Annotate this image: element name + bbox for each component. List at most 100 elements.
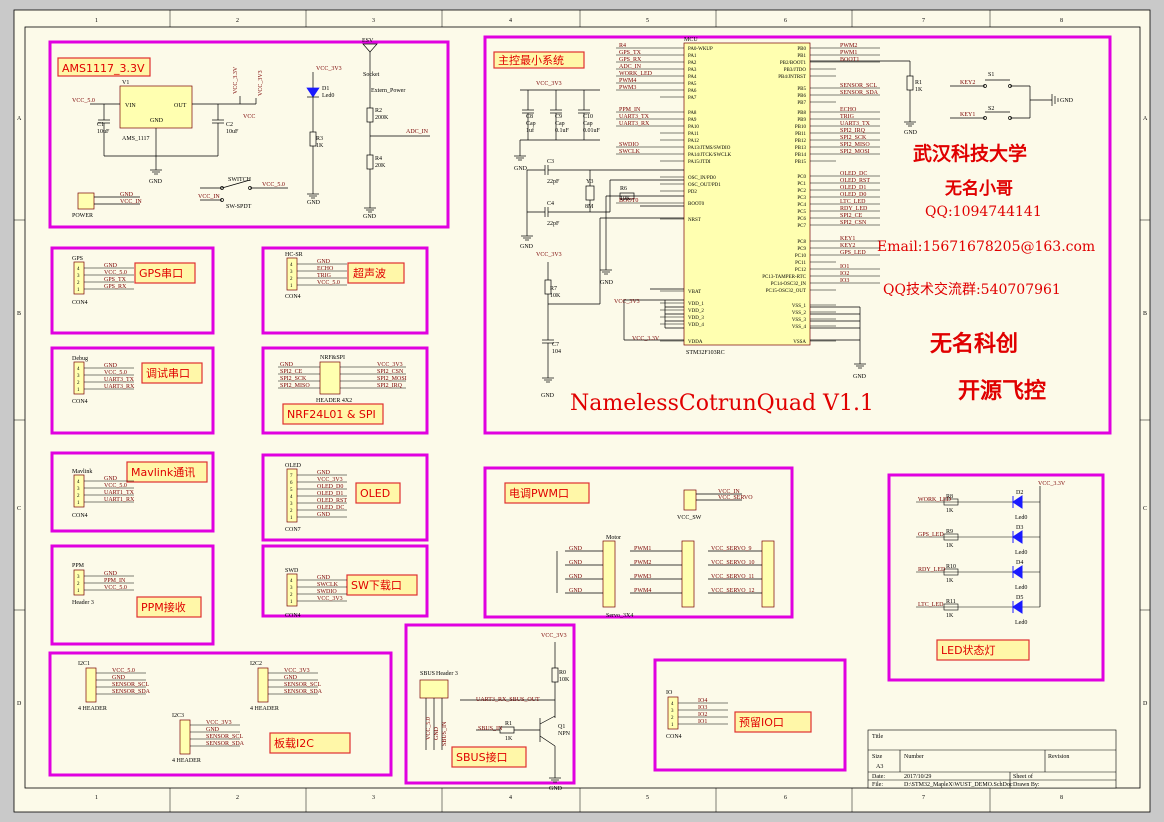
component-part: CON4 <box>285 294 301 300</box>
net-label: VCC_5.0 <box>317 280 340 286</box>
net-label: IO2 <box>698 712 707 718</box>
mcu-pin-label: PC15-OSC32_OUT <box>766 289 806 294</box>
net-label: GPS_RX <box>104 284 127 290</box>
led-diode-icon <box>1012 565 1023 579</box>
mcu-net-label: SPI2_CSN <box>840 220 867 226</box>
mavlink-connector: MavlinkCON44GND3VCC_5.02UART1_TX1UART1_R… <box>72 469 135 519</box>
net-label: VCC_IN <box>120 199 142 205</box>
row-label: C <box>1143 506 1147 512</box>
col-label: 6 <box>784 795 787 801</box>
col-label: 7 <box>922 795 925 801</box>
mcu-pin-label: PB9 <box>797 118 806 123</box>
section-title-led: LED状态灯 <box>941 643 996 657</box>
mcu-pin-label: PB8 <box>797 111 806 116</box>
net-label: SWCLK <box>317 582 339 588</box>
net-label: VCC_SERVO_11 <box>711 574 754 580</box>
sheet-field: Sheet of <box>1013 773 1033 780</box>
mcu-net-label: BOOT1 <box>840 57 859 63</box>
net-label: VCC_SERVO_10 <box>711 560 755 566</box>
col-label: 1 <box>95 18 98 24</box>
col-label: 2 <box>236 18 239 24</box>
net-label: GND <box>206 727 220 733</box>
ppm-frame <box>50 544 215 646</box>
pin-label: VIN <box>125 103 136 109</box>
component-ref: PPM <box>72 563 85 569</box>
component-part: HEADER 4X2 <box>316 398 352 404</box>
component-ref: C1 <box>97 122 104 128</box>
section-title-debug: 调试串口 <box>146 367 190 380</box>
net-label: VCC_SERVO_12 <box>711 588 755 594</box>
col-label: 7 <box>922 18 925 24</box>
mcu-frame <box>483 35 1112 435</box>
component-value: NPN <box>558 731 571 737</box>
mcu-pin-label: VSS_2 <box>792 311 807 316</box>
net-label: VCC_5.0 <box>72 98 95 104</box>
mcu-pin-label: PA12 <box>688 139 699 144</box>
component-ref: R6 <box>620 186 627 192</box>
net-label: SENSOR_SDA <box>206 741 245 747</box>
net-label: VCC_3V3 <box>258 70 264 96</box>
revision-field: Revision <box>1048 754 1069 760</box>
net-label: VCC_3V3 <box>284 668 310 674</box>
mcu-net-label: SPI2_IRQ <box>840 128 866 134</box>
component-ref: POWER <box>72 213 93 219</box>
component-part: Servo_3X4 <box>606 613 633 619</box>
net-label: VCC_3V3 <box>541 633 567 639</box>
mcu-net-label: SPI2_MISO <box>840 142 870 148</box>
pin-number: 3 <box>290 270 293 275</box>
net-label: GND <box>317 470 331 476</box>
nrf-frame <box>261 346 429 435</box>
component-part: 4 HEADER <box>172 758 201 764</box>
component-part: Cap <box>555 121 565 127</box>
net-label: SPI2_MISO <box>280 383 310 389</box>
pin-number: 1 <box>671 723 674 728</box>
pin-number: 4 <box>290 263 293 268</box>
net-label: VCC <box>243 114 255 120</box>
led-diode-icon <box>1012 600 1023 614</box>
col-label: 8 <box>1060 18 1063 24</box>
row-label: A <box>17 116 22 122</box>
pin-number: 2 <box>77 281 80 286</box>
component-value: 10uF <box>226 129 239 135</box>
component-ref: C2 <box>226 122 233 128</box>
component-value: 1K <box>505 736 513 742</box>
col-label: 8 <box>1060 795 1063 801</box>
mcu-pin-label: PB7 <box>797 101 806 106</box>
component-ref: D5 <box>1016 595 1023 601</box>
mcu-pin-label: VDDA <box>688 340 703 345</box>
mcu-net-label: OLED_DC <box>840 171 867 177</box>
net-label: VCC_3V3 <box>536 81 562 87</box>
pin-number: 5 <box>290 488 293 493</box>
net-label: GND <box>569 560 583 566</box>
component-ref: C9 <box>555 114 562 120</box>
net-label: GND <box>149 179 163 185</box>
mcu-pin-label: PC13-TAMPER-RTC <box>762 275 806 280</box>
connector-blocks: GPSCON44GND3VCC_5.02GPS_TX1GPS_RXHC-SRCO… <box>72 252 728 764</box>
pin-number: 2 <box>77 381 80 386</box>
pin-number: 7 <box>290 474 293 479</box>
mavlink-frame <box>50 451 215 533</box>
net-label: IO1 <box>698 719 707 725</box>
net-label: OLED_DC <box>317 505 344 511</box>
mcu-pin-label: PB2/BOOT1 <box>780 61 807 66</box>
component-ref: Q1 <box>558 724 565 730</box>
net-label: GND <box>104 363 118 369</box>
component-ref: R1 <box>915 80 922 86</box>
net-label: GND <box>317 259 331 265</box>
mcu-pin-label: OSC_OUT/PD1 <box>688 183 721 188</box>
net-label: TRIG <box>317 273 332 279</box>
component-ref: VCC_SW <box>677 515 702 521</box>
net-label: GND <box>120 192 134 198</box>
mcu-pin-label: PA3 <box>688 68 697 73</box>
component-part: CON4 <box>72 300 88 306</box>
net-label: SENSOR_SCL <box>284 682 321 688</box>
net-label: VCC_3V3 <box>206 720 232 726</box>
mcu-pin-label: VDD_3 <box>688 316 704 321</box>
component-value: 10K <box>550 293 561 299</box>
net-label: SPI2_CSN <box>377 369 404 375</box>
net-label: GND <box>363 214 377 220</box>
net-label: GND <box>104 476 118 482</box>
